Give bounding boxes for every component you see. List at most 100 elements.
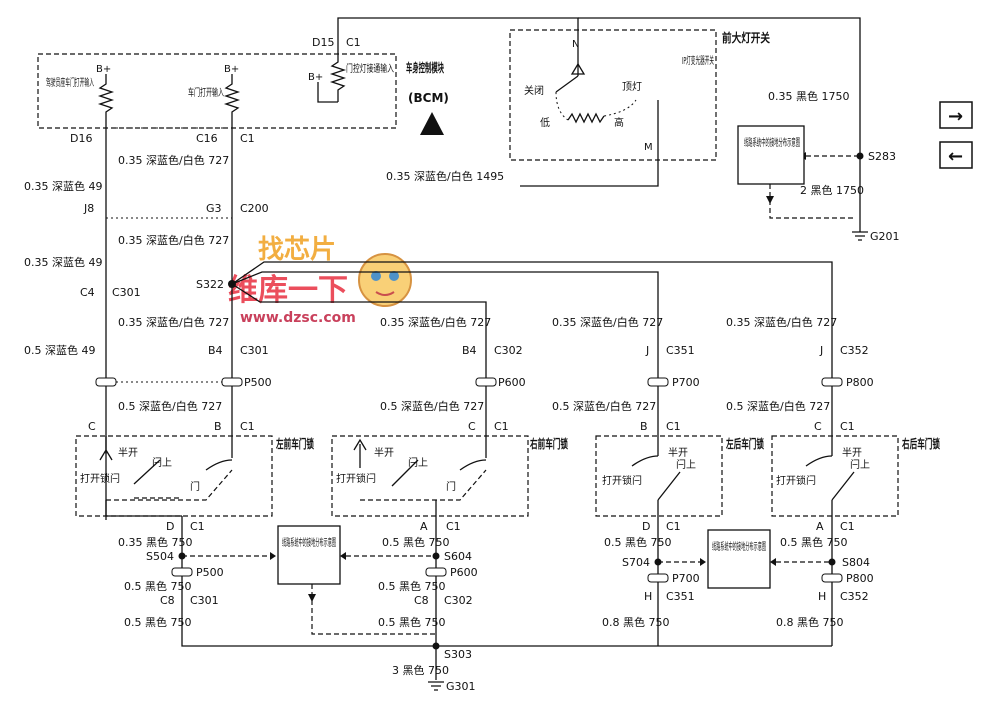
conn-c301-lf: C301	[240, 344, 269, 357]
bcm-input-door: 车门打开输入	[188, 86, 224, 99]
ground-g301-icon	[428, 681, 444, 691]
lock-lr-switch	[631, 436, 681, 516]
lr-pin-c1: C1	[666, 420, 681, 433]
switch-off-label: 关闭	[524, 84, 544, 97]
pin-d16: D16	[70, 132, 92, 145]
lock-lf-box	[75, 435, 273, 517]
lock-rf-box	[331, 435, 529, 517]
wire-727b-label-lr: 0.5 深蓝色/白色 727	[552, 399, 656, 413]
pin-c1: C1	[240, 132, 255, 145]
lf-pin-c1: C1	[240, 420, 255, 433]
rf-pin-c1: C1	[494, 420, 509, 433]
lock-lr-box	[595, 435, 723, 517]
wire-750-rf-1: 0.5 黑色 750	[382, 535, 449, 549]
wire-727-label-rf: 0.35 深蓝色/白色 727	[380, 315, 491, 329]
inline-connectors	[95, 377, 843, 387]
bplus-label-2: B+	[224, 64, 239, 75]
back-button[interactable]: ←	[939, 141, 973, 169]
rf-pin-c1-b: C1	[446, 520, 461, 533]
splice-s322-label: S322	[196, 278, 224, 291]
conn-c4: C4	[80, 286, 95, 299]
pin-d15: D15	[312, 36, 334, 49]
conn-c351: C351	[666, 344, 695, 357]
wire-727-label-lr: 0.35 深蓝色/白色 727	[552, 315, 663, 329]
rr-pin-c1: C1	[840, 420, 855, 433]
wire-727b-label-rr: 0.5 深蓝色/白色 727	[726, 399, 830, 413]
conn-b4-lf: B4	[208, 344, 223, 357]
lf-pin-b: B	[214, 420, 222, 433]
conn-h-rr: H	[818, 590, 826, 603]
lock-rr-box	[771, 435, 899, 517]
lock-lf-label: 左前车门锁	[275, 436, 314, 451]
arrow-right-icon: →	[948, 106, 963, 127]
splice-s283-label: S283	[868, 150, 896, 163]
conn-c200: C200	[240, 202, 269, 215]
esd-warning-icon	[420, 112, 444, 135]
conn-c302-lower: C302	[444, 594, 473, 607]
lock-rf-door: 门	[446, 480, 456, 493]
wire-d15-n	[337, 17, 579, 40]
conn-c352-lower: C352	[840, 590, 869, 603]
conn-p600: P600	[498, 376, 526, 389]
watermark-cn2: 找芯片	[258, 235, 336, 265]
switch-high-label: 高	[614, 116, 624, 129]
splice-s804	[828, 558, 836, 566]
conn-j8: J8	[83, 202, 94, 215]
ground-distribution-box-right	[707, 529, 771, 589]
watermark: 找芯片 维库一下 www.dzsc.com	[228, 235, 412, 326]
lr-pin-b: B	[640, 420, 648, 433]
lf-pin-c1-b: C1	[190, 520, 205, 533]
conn-j-lr: J	[645, 344, 649, 357]
wire-750-lr-1: 0.5 黑色 750	[604, 535, 671, 549]
wire-727-rr	[231, 261, 833, 436]
conn-h-lr: H	[644, 590, 652, 603]
watermark-site: www.dzsc.com	[240, 310, 356, 326]
inline-connectors-lower	[171, 567, 843, 583]
conn-c8-lf: C8	[160, 594, 175, 607]
bcm-input-courtesy: 门控灯接通输入	[346, 62, 394, 75]
wire-49-label-1: 0.35 深蓝色 49	[24, 179, 102, 193]
splice-s704-label: S704	[622, 556, 650, 569]
conn-g3: G3	[206, 202, 222, 215]
lf-pin-d: D	[166, 520, 174, 533]
wire-750-lf-3: 0.5 黑色 750	[124, 615, 191, 629]
conn-c8-rf: C8	[414, 594, 429, 607]
dimmer-switch-label: IP灯变光器开关	[682, 54, 714, 67]
conn-p600-lower: P600	[450, 566, 478, 579]
conn-c352: C352	[840, 344, 869, 357]
lr-pin-d: D	[642, 520, 650, 533]
wire-750-lf-1: 0.35 黑色 750	[118, 535, 192, 549]
lock-lr-latch: 闩上	[676, 458, 696, 471]
splice-s283	[856, 152, 864, 160]
lock-lf-door: 门	[190, 480, 200, 493]
wire-750-lr-3: 0.8 黑色 750	[602, 615, 669, 629]
wire-727-lr	[231, 271, 659, 436]
lock-rr-open: 打开锁闩	[776, 474, 816, 487]
pin-m: M	[644, 142, 653, 153]
wire-727-label-1: 0.35 深蓝色/白色 727	[118, 153, 229, 167]
lock-rf-label: 右前车门锁	[529, 436, 568, 451]
ground-g201-icon	[852, 231, 868, 241]
conn-p500: P500	[244, 376, 272, 389]
bcm-resistors	[97, 30, 347, 128]
pin-c1-top: C1	[346, 36, 361, 49]
forward-button[interactable]: →	[939, 101, 973, 129]
lock-lr-half: 半开	[668, 446, 688, 459]
rr-pin-c1-b: C1	[840, 520, 855, 533]
ground-box-right-text: 线路系统中的接地分布示意图	[712, 540, 766, 553]
wire-750-main: 3 黑色 750	[392, 663, 449, 677]
wire-727-rf	[231, 283, 487, 436]
conn-c302: C302	[494, 344, 523, 357]
wire-1750a-label: 0.35 黑色 1750	[768, 89, 849, 103]
wire-727-label-2: 0.35 深蓝色/白色 727	[118, 233, 229, 247]
headlamp-switch-title: 前大灯开关	[722, 30, 770, 45]
wire-49-label-2: 0.35 深蓝色 49	[24, 255, 102, 269]
ground-box-top-text: 线路系统中的接地分布示意图	[744, 136, 800, 149]
bcm-title: 车身控制模块	[406, 60, 445, 75]
ground-g301-label: G301	[446, 680, 476, 693]
splice-s303-label: S303	[444, 648, 472, 661]
wire-750-rf-2: 0.5 黑色 750	[378, 579, 445, 593]
splice-s604-label: S604	[444, 550, 472, 563]
conn-b4-rf: B4	[462, 344, 477, 357]
